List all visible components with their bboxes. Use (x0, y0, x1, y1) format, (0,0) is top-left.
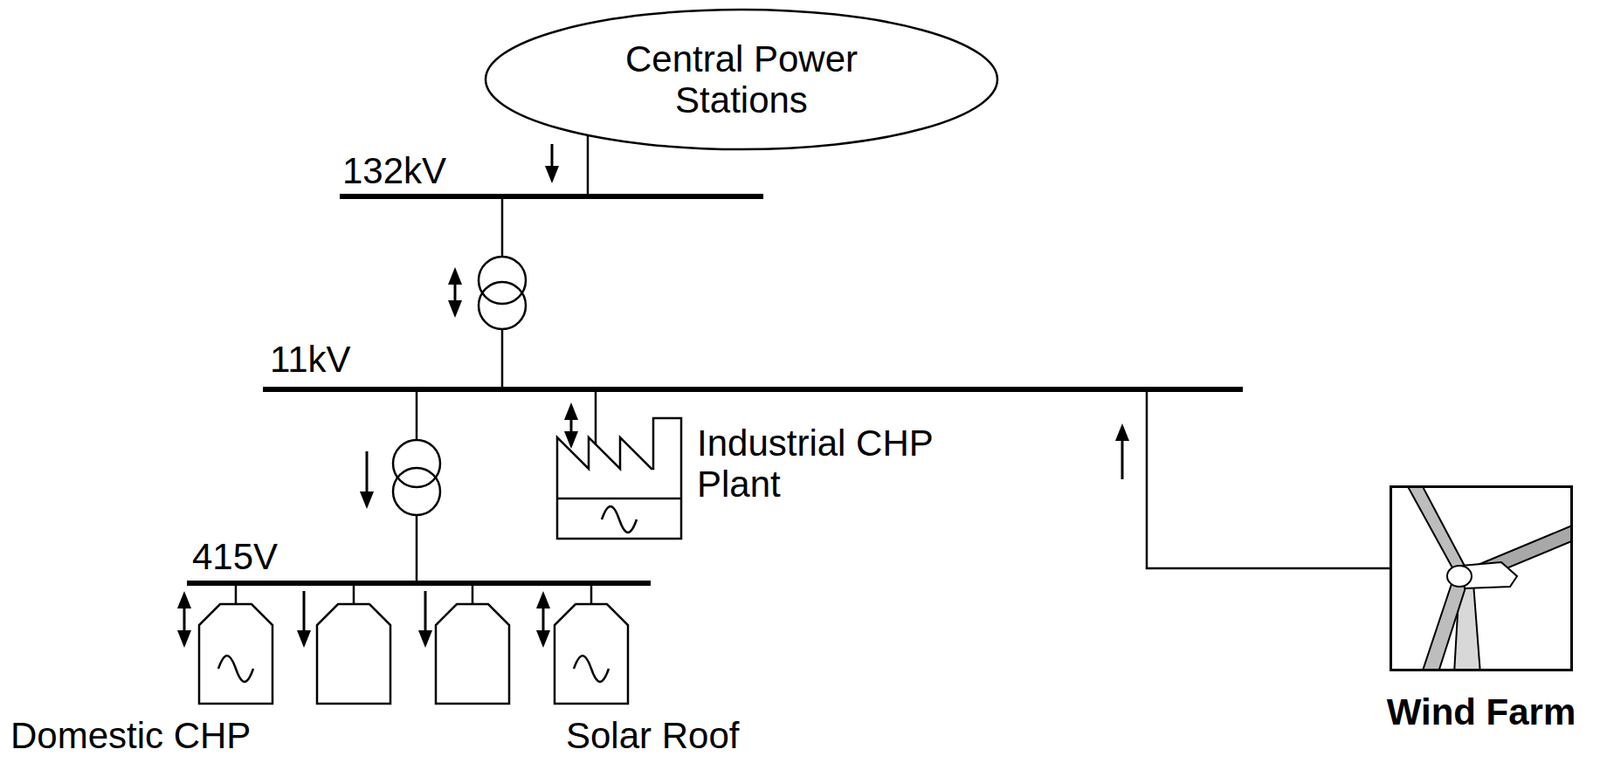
power-flow-arrow (544, 144, 559, 184)
power-flow-arrow (359, 451, 374, 510)
wire (594, 392, 598, 419)
node-label: Industrial CHP Plant (696, 422, 951, 505)
factory-symbol (557, 418, 682, 539)
busbar-11kv: 11kV (262, 386, 1243, 393)
house-symbol (317, 604, 391, 704)
wire (586, 135, 590, 194)
node-label: Solar Roof (565, 715, 739, 757)
chp-plant: Industrial CHP Plant (557, 418, 682, 539)
busbar-132kv: 132kV (339, 193, 764, 200)
house-symbol (554, 604, 628, 704)
feeder-connector (544, 135, 588, 194)
node-label: Domestic CHP (10, 715, 251, 757)
domestic-chp-house: Domestic CHP (199, 604, 273, 704)
power-flow-arrow (1115, 423, 1130, 480)
load-flow-arrow (296, 591, 433, 649)
wind-farm: Wind Farm (1389, 485, 1573, 672)
wind-turbine-illustration (1389, 485, 1573, 672)
node-label: Wind Farm (1350, 691, 1600, 733)
house-feeder (353, 586, 473, 605)
feeder-connector (1115, 392, 1390, 569)
transformer-symbol (478, 256, 526, 330)
wire (1146, 392, 1390, 569)
solar-roof-house: Solar Roof (554, 604, 628, 704)
power-flow-arrow (177, 591, 192, 649)
house-symbol (199, 604, 273, 704)
node-label: 11kV (269, 338, 352, 380)
wire (590, 586, 594, 605)
house-symbol (435, 604, 510, 704)
busbar-415v: 415V (186, 580, 651, 587)
power-flow-arrow (536, 591, 551, 649)
node-label: 132kV (342, 150, 447, 192)
power-station-ellipse: Central Power Stations (483, 7, 1000, 152)
transformer-symbol (393, 440, 441, 516)
node-label: Central Power Stations (610, 38, 873, 121)
node-label: 415V (192, 536, 278, 578)
wire (234, 586, 238, 605)
power-flow-arrow (564, 402, 579, 449)
power-flow-arrow (448, 267, 463, 318)
